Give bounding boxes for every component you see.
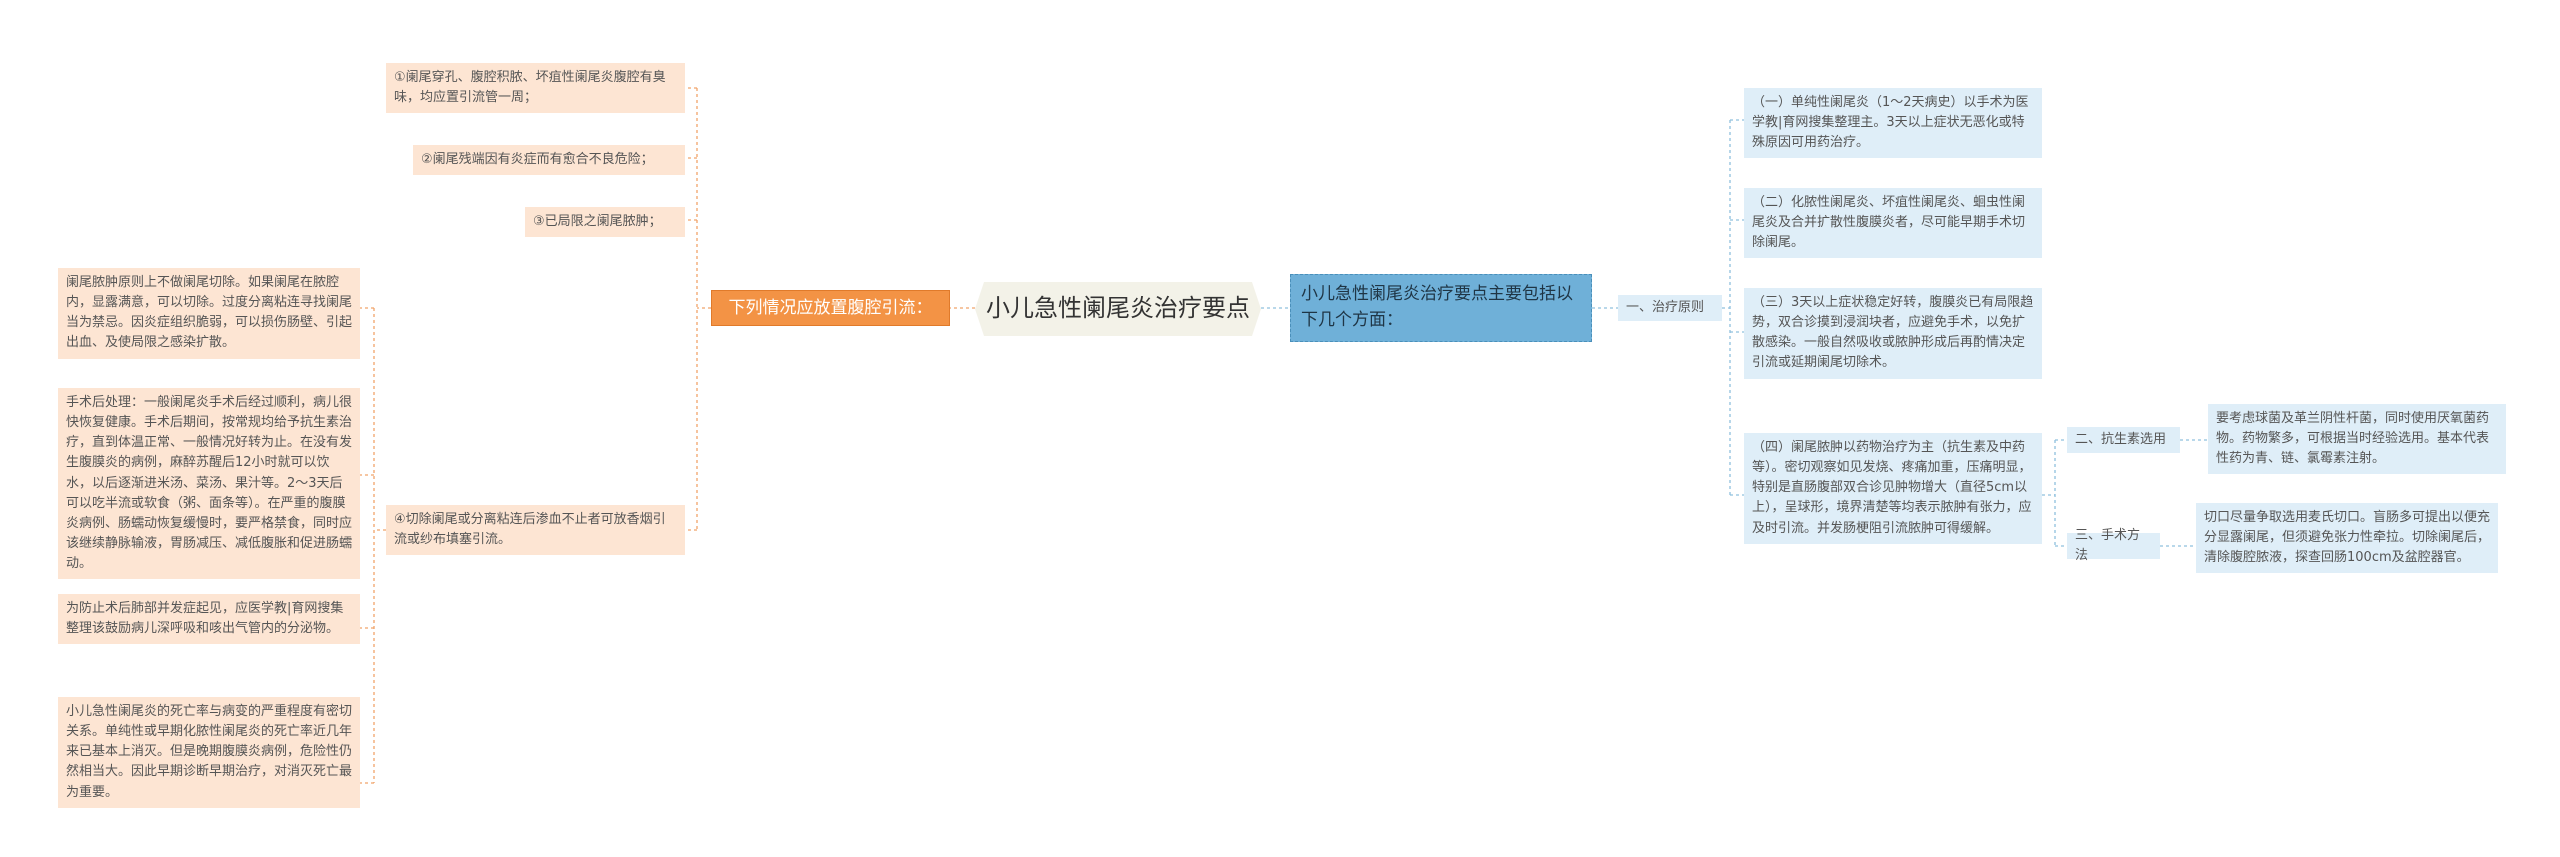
principle-1[interactable]: （一）单纯性阑尾炎（1～2天病史）以手术为医学教|育网搜集整理主。3天以上症状无… — [1744, 88, 2042, 159]
center-topic-label: 小儿急性阑尾炎治疗要点 — [986, 294, 1250, 323]
principle-2-text: （二）化脓性阑尾炎、坏疽性阑尾炎、蛔虫性阑尾炎及合并扩散性腹膜炎者，尽可能早期手… — [1752, 195, 2026, 251]
treatment-principle-text: 一、治疗原则 — [1626, 299, 1705, 315]
principle-1-text: （一）单纯性阑尾炎（1～2天病史）以手术为医学教|育网搜集整理主。3天以上症状无… — [1752, 95, 2029, 151]
antibiotic-detail[interactable]: 要考虑球菌及革兰阴性杆菌，同时使用厌氧菌药物。药物繁多，可根据当时经验选用。基本… — [2208, 404, 2506, 475]
lung-complication-note[interactable]: 为防止术后肺部并发症起见，应医学教|育网搜集整理该鼓励病儿深呼吸和咳出气管内的分… — [58, 594, 360, 645]
principle-4[interactable]: （四）阑尾脓肿以药物治疗为主（抗生素及中药等）。密切观察如见发烧、疼痛加重，压痛… — [1744, 433, 2042, 544]
postop-care-note[interactable]: 手术后处理：一般阑尾炎手术后经过顺利，病儿很快恢复健康。手术后期间，按常规均给予… — [58, 388, 360, 580]
lung-complication-note-text: 为防止术后肺部并发症起见，应医学教|育网搜集整理该鼓励病儿深呼吸和咳出气管内的分… — [66, 601, 344, 637]
drainage-item-2[interactable]: ②阑尾残端因有炎症而有愈合不良危险； — [413, 145, 685, 176]
principle-3-text: （三）3天以上症状稳定好转，腹膜炎已有局限趋势，双合诊摸到浸润块者，应避免手术，… — [1752, 295, 2034, 371]
antibiotic-detail-text: 要考虑球菌及革兰阴性杆菌，同时使用厌氧菌药物。药物繁多，可根据当时经验选用。基本… — [2216, 411, 2490, 467]
postop-care-note-text: 手术后处理：一般阑尾炎手术后经过顺利，病儿很快恢复健康。手术后期间，按常规均给予… — [66, 395, 353, 572]
surgery-method-detail[interactable]: 切口尽量争取选用麦氏切口。盲肠多可提出以便充分显露阑尾，但须避免张力性牵拉。切除… — [2196, 503, 2498, 574]
abscess-note[interactable]: 阑尾脓肿原则上不做阑尾切除。如果阑尾在脓腔内，显露满意，可以切除。过度分离粘连寻… — [58, 268, 360, 359]
surgery-method-label-text: 三、手术方法 — [2075, 527, 2141, 563]
mortality-note-text: 小儿急性阑尾炎的死亡率与病变的严重程度有密切关系。单纯性或早期化脓性阑尾炎的死亡… — [66, 704, 353, 800]
antibiotic-label-text: 二、抗生素选用 — [2075, 431, 2167, 447]
principle-4-text: （四）阑尾脓肿以药物治疗为主（抗生素及中药等）。密切观察如见发烧、疼痛加重，压痛… — [1752, 440, 2032, 536]
principle-3[interactable]: （三）3天以上症状稳定好转，腹膜炎已有局限趋势，双合诊摸到浸润块者，应避免手术，… — [1744, 288, 2042, 379]
drainage-item-1-text: ①阑尾穿孔、腹腔积脓、坏疽性阑尾炎腹腔有臭味，均应置引流管一周； — [394, 70, 666, 106]
drainage-branch-label: 下列情况应放置腹腔引流： — [728, 297, 933, 318]
abscess-note-text: 阑尾脓肿原则上不做阑尾切除。如果阑尾在脓腔内，显露满意，可以切除。过度分离粘连寻… — [66, 275, 353, 351]
drainage-item-1[interactable]: ①阑尾穿孔、腹腔积脓、坏疽性阑尾炎腹腔有臭味，均应置引流管一周； — [386, 63, 685, 114]
drainage-item-3[interactable]: ③已局限之阑尾脓肿； — [525, 207, 685, 238]
drainage-branch-node[interactable]: 下列情况应放置腹腔引流： — [711, 290, 950, 326]
drainage-item-4[interactable]: ④切除阑尾或分离粘连后渗血不止者可放香烟引流或纱布填塞引流。 — [386, 505, 685, 556]
drainage-item-3-text: ③已局限之阑尾脓肿； — [533, 214, 662, 229]
center-topic[interactable]: 小儿急性阑尾炎治疗要点 — [975, 282, 1261, 336]
main-points-label: 小儿急性阑尾炎治疗要点主要包括以下几个方面： — [1301, 284, 1573, 331]
antibiotic-label[interactable]: 二、抗生素选用 — [2067, 427, 2180, 453]
treatment-principle-label[interactable]: 一、治疗原则 — [1618, 295, 1722, 321]
drainage-item-2-text: ②阑尾残端因有炎症而有愈合不良危险； — [421, 152, 654, 167]
mortality-note[interactable]: 小儿急性阑尾炎的死亡率与病变的严重程度有密切关系。单纯性或早期化脓性阑尾炎的死亡… — [58, 697, 360, 808]
main-points-node[interactable]: 小儿急性阑尾炎治疗要点主要包括以下几个方面： — [1290, 274, 1592, 342]
surgery-method-label[interactable]: 三、手术方法 — [2067, 528, 2160, 563]
drainage-item-4-text: ④切除阑尾或分离粘连后渗血不止者可放香烟引流或纱布填塞引流。 — [394, 512, 666, 548]
surgery-method-detail-text: 切口尽量争取选用麦氏切口。盲肠多可提出以便充分显露阑尾，但须避免张力性牵拉。切除… — [2204, 510, 2491, 566]
principle-2[interactable]: （二）化脓性阑尾炎、坏疽性阑尾炎、蛔虫性阑尾炎及合并扩散性腹膜炎者，尽可能早期手… — [1744, 188, 2042, 259]
